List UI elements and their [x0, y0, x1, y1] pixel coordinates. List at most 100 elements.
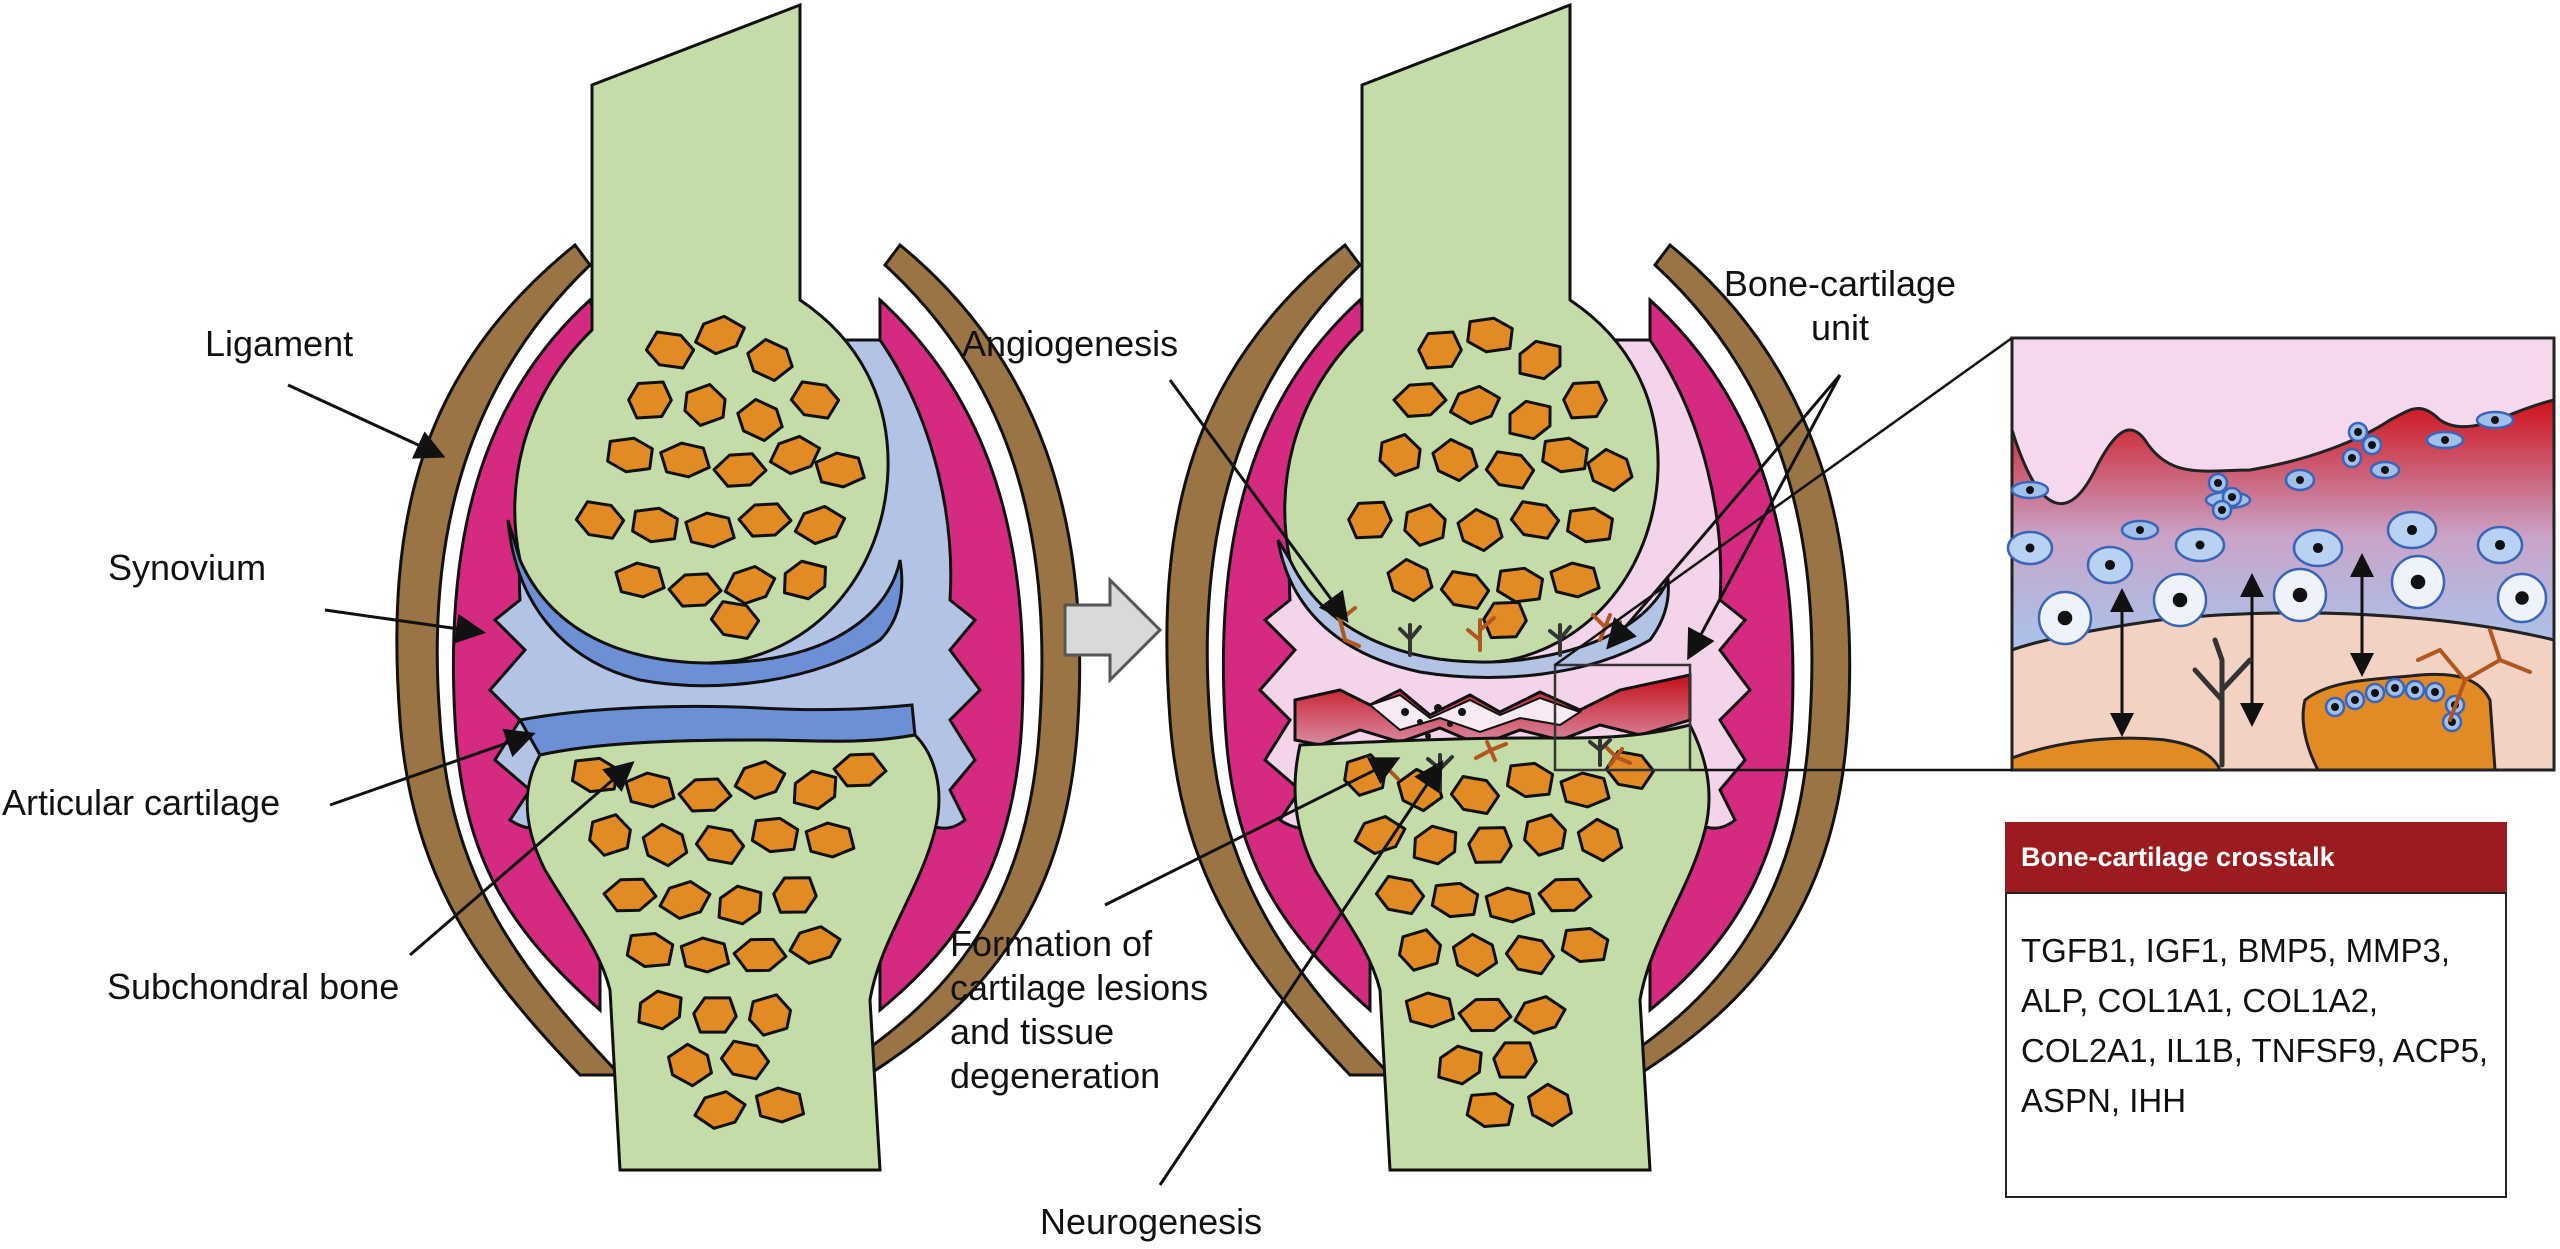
label-bone-cartilage-unit: Bone-cartilage unit	[1700, 262, 1980, 350]
marrow-blob	[631, 506, 679, 544]
marrow-blob	[667, 572, 723, 608]
label-formation-line2: cartilage lesions	[950, 967, 1209, 1008]
marrow-blob	[1484, 886, 1536, 924]
marrow-blob	[709, 600, 761, 640]
marrow-blob	[1403, 503, 1447, 547]
marrow-blob	[737, 502, 793, 538]
inset-vessel	[2416, 628, 2532, 722]
healthy-joint	[395, 2, 1082, 1172]
marrow-blob	[625, 931, 675, 969]
label-formation-line1: Formation of	[950, 923, 1153, 964]
marrow-blob	[1398, 928, 1442, 972]
marrow-blob	[1430, 881, 1480, 919]
marrow-blob	[788, 925, 842, 965]
cell-nucleus	[2515, 591, 2529, 605]
marrow-blob	[694, 314, 746, 356]
marrow-blob	[772, 876, 818, 914]
bone-marrow-right	[1343, 316, 1656, 1128]
marrow-blob	[1527, 1082, 1573, 1128]
label-neurogenesis: Neurogenesis	[1040, 1201, 1263, 1242]
crosstalk-box: TGFB1, IGF1, BMP5, MMP3, ALP, COL1A1, CO…	[2005, 892, 2507, 1198]
marrow-blob	[1439, 570, 1491, 610]
marrow-blob	[814, 451, 866, 489]
marrow-blob	[1347, 500, 1393, 540]
marrow-blob	[624, 771, 676, 809]
cell-nucleus	[2104, 559, 2116, 571]
marrow-blob	[768, 434, 822, 476]
marrow-blob	[792, 769, 838, 811]
marrow-blob	[717, 884, 763, 926]
marrow-blob	[694, 824, 746, 866]
cell-nucleus	[2057, 610, 2073, 626]
marrow-blob	[832, 752, 888, 788]
marrow-blob	[1386, 557, 1434, 603]
cell-nucleus	[2431, 688, 2439, 696]
marrow-blob	[1417, 330, 1463, 370]
marrow-blob	[1586, 447, 1634, 493]
cell-nucleus	[2351, 696, 2359, 704]
marrow-blob	[1465, 1092, 1515, 1128]
cell-nucleus	[2441, 436, 2449, 444]
crosstalk-genes: TGFB1, IGF1, BMP5, MMP3, ALP, COL1A1, CO…	[2021, 932, 2489, 1119]
label-synovium: Synovium	[108, 547, 267, 588]
cell-nucleus	[2491, 416, 2499, 424]
marrow-blob	[1523, 813, 1567, 857]
cell-nucleus	[2410, 574, 2426, 590]
marrow-blob	[1566, 506, 1614, 544]
marrow-blob	[677, 777, 733, 813]
marrow-blob	[1504, 934, 1556, 976]
marrow-blob	[659, 441, 711, 479]
marrow-blob	[683, 383, 727, 427]
marrow-blob	[614, 561, 666, 599]
label-formation: Formation of cartilage lesions and tissu…	[950, 922, 1208, 1098]
marrow-blob	[793, 504, 847, 546]
marrow-blob	[736, 397, 784, 443]
marrow-blob	[1484, 450, 1536, 490]
cell-nucleus	[2354, 428, 2362, 436]
marrow-blob	[1560, 926, 1610, 964]
label-articular-cartilage: Articular cartilage	[2, 782, 281, 823]
marrow-blob	[723, 564, 777, 606]
label-formation-line4: degeneration	[950, 1055, 1161, 1096]
cell-nucleus	[2292, 587, 2308, 603]
marrow-blob	[1449, 775, 1501, 815]
marrow-blob	[1392, 382, 1448, 418]
cell-nucleus	[2025, 543, 2035, 553]
marrow-blob	[658, 880, 712, 920]
marrow-blob	[1451, 932, 1499, 978]
marrow-blob	[574, 500, 626, 540]
cell-nucleus	[2411, 686, 2419, 694]
inset-arrows	[2110, 553, 2374, 737]
marrow-blob	[684, 511, 736, 549]
label-subchondral-bone: Subchondral bone	[107, 966, 400, 1007]
diseased-joint	[1165, 2, 1852, 1172]
marrow-blob	[692, 996, 738, 1034]
label-ligament: Ligament	[205, 323, 354, 364]
marrow-blob	[1562, 380, 1608, 420]
marrow-blob	[1492, 1041, 1538, 1079]
bone-marrow-left	[570, 314, 888, 1130]
cell-nucleus	[2296, 476, 2304, 484]
cell-nucleus	[2026, 486, 2034, 494]
marrow-blob	[719, 1039, 771, 1081]
marrow-blob	[1518, 339, 1562, 381]
marrow-blob	[588, 813, 632, 857]
marrow-blob	[1513, 995, 1567, 1035]
marrow-blob	[693, 1090, 747, 1130]
marrow-blob	[746, 338, 794, 382]
cell-nucleus	[2371, 689, 2379, 697]
inset-cells	[2006, 410, 2548, 733]
marrow-blob	[1412, 824, 1458, 866]
marrow-blob	[782, 559, 828, 601]
marrow-blob	[750, 816, 800, 854]
marrow-blob	[712, 452, 768, 488]
marrow-blob	[1466, 316, 1514, 354]
upper-cartilage	[506, 519, 904, 688]
marrow-blob	[637, 989, 683, 1031]
cell-nucleus	[2391, 684, 2399, 692]
bone-cartilage-inset	[2006, 336, 2556, 772]
inset-connectors	[1554, 336, 2013, 772]
marrow-blob	[1467, 826, 1513, 864]
marrow-blob	[627, 380, 673, 420]
